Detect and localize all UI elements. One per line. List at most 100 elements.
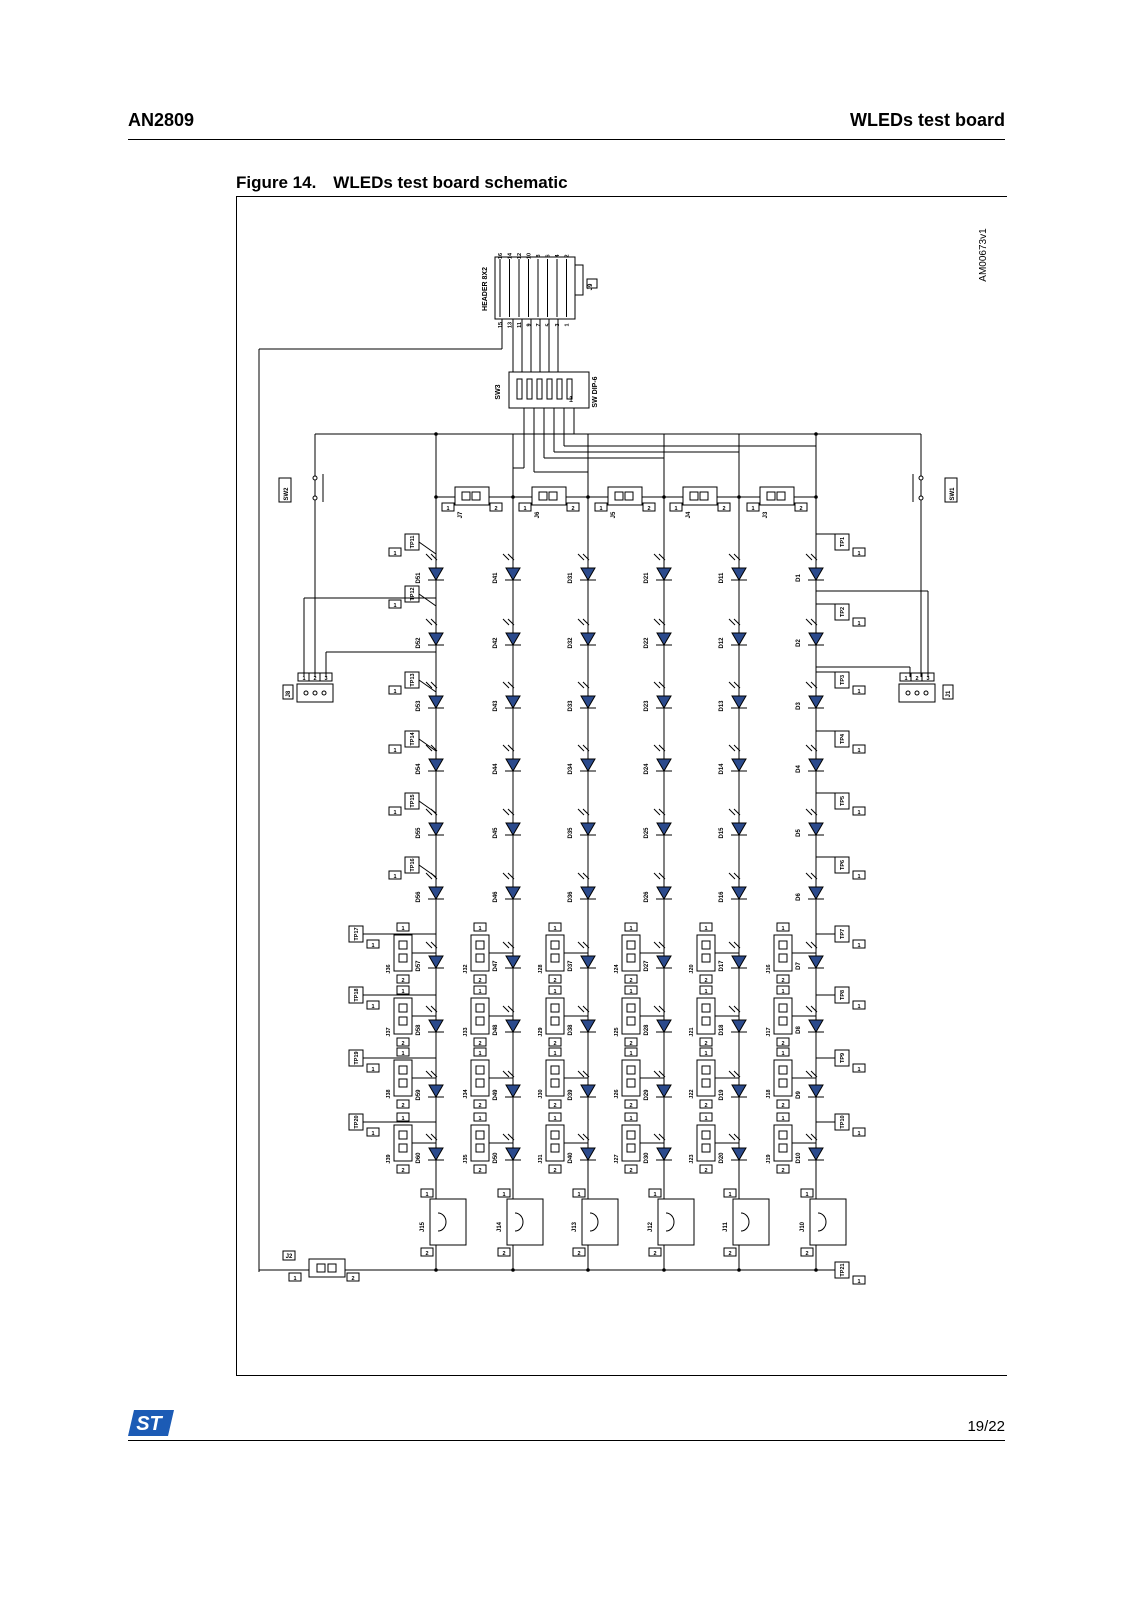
pin-label: 2 <box>401 1168 404 1174</box>
header-pin-number: 11 <box>517 322 523 328</box>
pin-label: 1 <box>371 943 374 949</box>
jumper-label: J18 <box>766 1089 772 1098</box>
jumper-pad <box>626 953 636 963</box>
led-diode <box>731 695 747 709</box>
pin-label-box <box>624 1047 638 1057</box>
led-diode <box>580 1084 596 1098</box>
jumper-block <box>470 1124 490 1162</box>
led-light-ray <box>582 1005 590 1013</box>
led-light-ray <box>502 618 510 626</box>
pin-label: 2 <box>313 676 316 682</box>
header-connector-label: HEADER 8X2 <box>482 267 489 311</box>
pin-label-box <box>624 922 638 932</box>
pin-label: 1 <box>393 810 396 816</box>
pin-label: 1 <box>781 926 784 932</box>
pin-label: 2 <box>704 978 707 984</box>
led-diode <box>580 1147 596 1161</box>
led-label: D26 <box>644 891 650 903</box>
pin-label-box <box>699 1099 713 1109</box>
connector-socket <box>817 1212 827 1232</box>
led-diode <box>808 567 824 581</box>
pin-label-box <box>396 1037 410 1047</box>
led-diode <box>731 822 747 836</box>
led-light-ray <box>653 681 661 689</box>
header-rule <box>128 139 1005 140</box>
pin-label: 1 <box>478 1051 481 1057</box>
pin-label-box <box>388 870 402 880</box>
led-label: D40 <box>568 1152 574 1164</box>
bottom-jumper-ref: J2 <box>286 1254 293 1260</box>
dip-lever <box>566 378 573 400</box>
led-label: D51 <box>416 572 422 584</box>
junction-dot <box>434 1268 438 1272</box>
led-light-ray <box>805 941 813 949</box>
led-light-ray <box>733 1005 741 1013</box>
led-light-ray <box>810 1070 818 1078</box>
jumper-block <box>773 997 793 1035</box>
header-ref-label: J9 <box>588 283 594 290</box>
pin-label-box <box>699 974 713 984</box>
led-light-ray <box>507 553 515 561</box>
switch-ref-label: SW2 <box>284 487 290 501</box>
led-light-ray <box>430 744 438 752</box>
pin-label-box <box>497 1247 511 1257</box>
header-pin-number: 16 <box>498 253 504 259</box>
bottom-connector <box>809 1198 847 1246</box>
pin-label-box <box>346 1272 360 1282</box>
pin-label-box <box>776 974 790 984</box>
jumper-block <box>470 1059 490 1097</box>
header-pin-number: 4 <box>555 254 561 258</box>
jumper-block <box>773 1124 793 1162</box>
led-light-ray <box>507 941 515 949</box>
pin-label-box <box>473 1047 487 1057</box>
pin-label: 1 <box>425 1192 428 1198</box>
jumper-pad <box>461 491 471 501</box>
pin-label: 1 <box>446 506 449 512</box>
pin-label-box <box>366 1127 380 1137</box>
header-pin-number: 10 <box>527 253 533 259</box>
jumper-pad <box>699 491 709 501</box>
led-light-ray <box>805 553 813 561</box>
led-light-ray <box>582 872 590 880</box>
pin-label-box <box>717 502 731 512</box>
connector-socket <box>514 1212 524 1232</box>
side-connector-ref-box <box>282 684 294 700</box>
bottom-connector-label: J12 <box>648 1221 654 1232</box>
figure-title: Figure 14. WLEDs test board schematic <box>236 173 568 192</box>
connector-pin <box>303 690 309 696</box>
led-label: D20 <box>719 1152 725 1164</box>
jumper-label: J33 <box>463 1027 469 1036</box>
pin-label: 1 <box>629 1116 632 1122</box>
jumper-label: J34 <box>463 1088 469 1098</box>
jumper-pad <box>550 1003 560 1013</box>
led-light-ray <box>577 681 585 689</box>
pin-label: 2 <box>553 1168 556 1174</box>
led-label: D54 <box>416 763 422 775</box>
jumper-pad <box>778 1065 788 1075</box>
pin-label: 1 <box>393 874 396 880</box>
led-light-ray <box>577 744 585 752</box>
led-diode <box>656 632 672 646</box>
pin-label-box <box>396 1164 410 1174</box>
led-light-ray <box>810 681 818 689</box>
switch-contact <box>312 495 318 501</box>
pin-label-box <box>648 1247 662 1257</box>
jumper-pad <box>626 1143 636 1153</box>
led-diode <box>656 695 672 709</box>
led-label: D33 <box>568 700 574 712</box>
led-diode <box>808 822 824 836</box>
test-point-label: TP4 <box>840 733 846 744</box>
jumper-pad <box>626 1003 636 1013</box>
jumper-block <box>470 997 490 1035</box>
jumper-pad <box>614 491 624 501</box>
led-diode <box>428 1147 444 1161</box>
figure-reference-code: AM00673v1 <box>978 228 989 282</box>
led-diode <box>428 567 444 581</box>
pin-label-box <box>548 1037 562 1047</box>
led-label: D14 <box>719 763 725 775</box>
pin-label-box <box>548 985 562 995</box>
pin-label: 2 <box>704 1041 707 1047</box>
pin-label-box <box>852 939 866 949</box>
pin-label-box <box>388 599 402 609</box>
jumper-pad <box>701 1016 711 1026</box>
